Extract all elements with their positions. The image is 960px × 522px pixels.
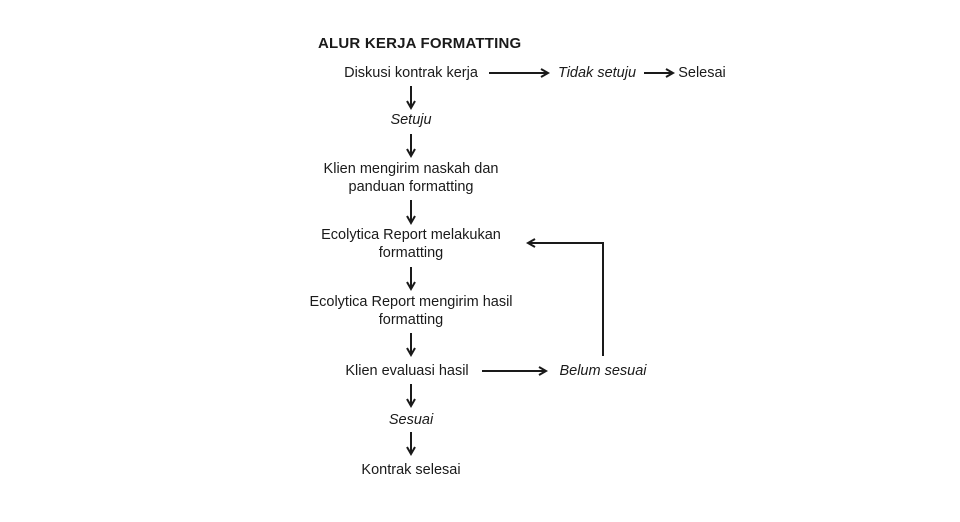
- node-melakukan-formatting-line1: Ecolytica Report melakukan: [321, 227, 501, 243]
- node-setuju: Setuju: [390, 112, 432, 128]
- flowchart-title: ALUR KERJA FORMATTING: [318, 35, 522, 52]
- node-melakukan-formatting: Ecolytica Report melakukan formatting: [321, 226, 501, 262]
- arrow-belum-sesuai-loop-to-melakukan: [525, 238, 604, 356]
- node-kirim-naskah: Klien mengirim naskah dan panduan format…: [324, 160, 499, 196]
- node-diskusi-kontrak: Diskusi kontrak kerja: [344, 65, 478, 81]
- node-selesai: Selesai: [678, 65, 726, 81]
- node-tidak-setuju: Tidak setuju: [557, 65, 637, 81]
- node-sesuai: Sesuai: [388, 412, 434, 428]
- node-belum-sesuai: Belum sesuai: [559, 363, 647, 379]
- node-kirim-naskah-line2: panduan formatting: [348, 179, 474, 195]
- node-kirim-naskah-line1: Klien mengirim naskah dan: [323, 161, 499, 177]
- node-mengirim-hasil: Ecolytica Report mengirim hasil formatti…: [309, 293, 512, 329]
- node-mengirim-hasil-line1: Ecolytica Report mengirim hasil: [309, 294, 513, 310]
- node-mengirim-hasil-line2: formatting: [378, 312, 444, 328]
- node-melakukan-formatting-line2: formatting: [378, 245, 444, 261]
- node-kontrak-selesai: Kontrak selesai: [361, 462, 461, 478]
- node-evaluasi-hasil: Klien evaluasi hasil: [345, 363, 469, 379]
